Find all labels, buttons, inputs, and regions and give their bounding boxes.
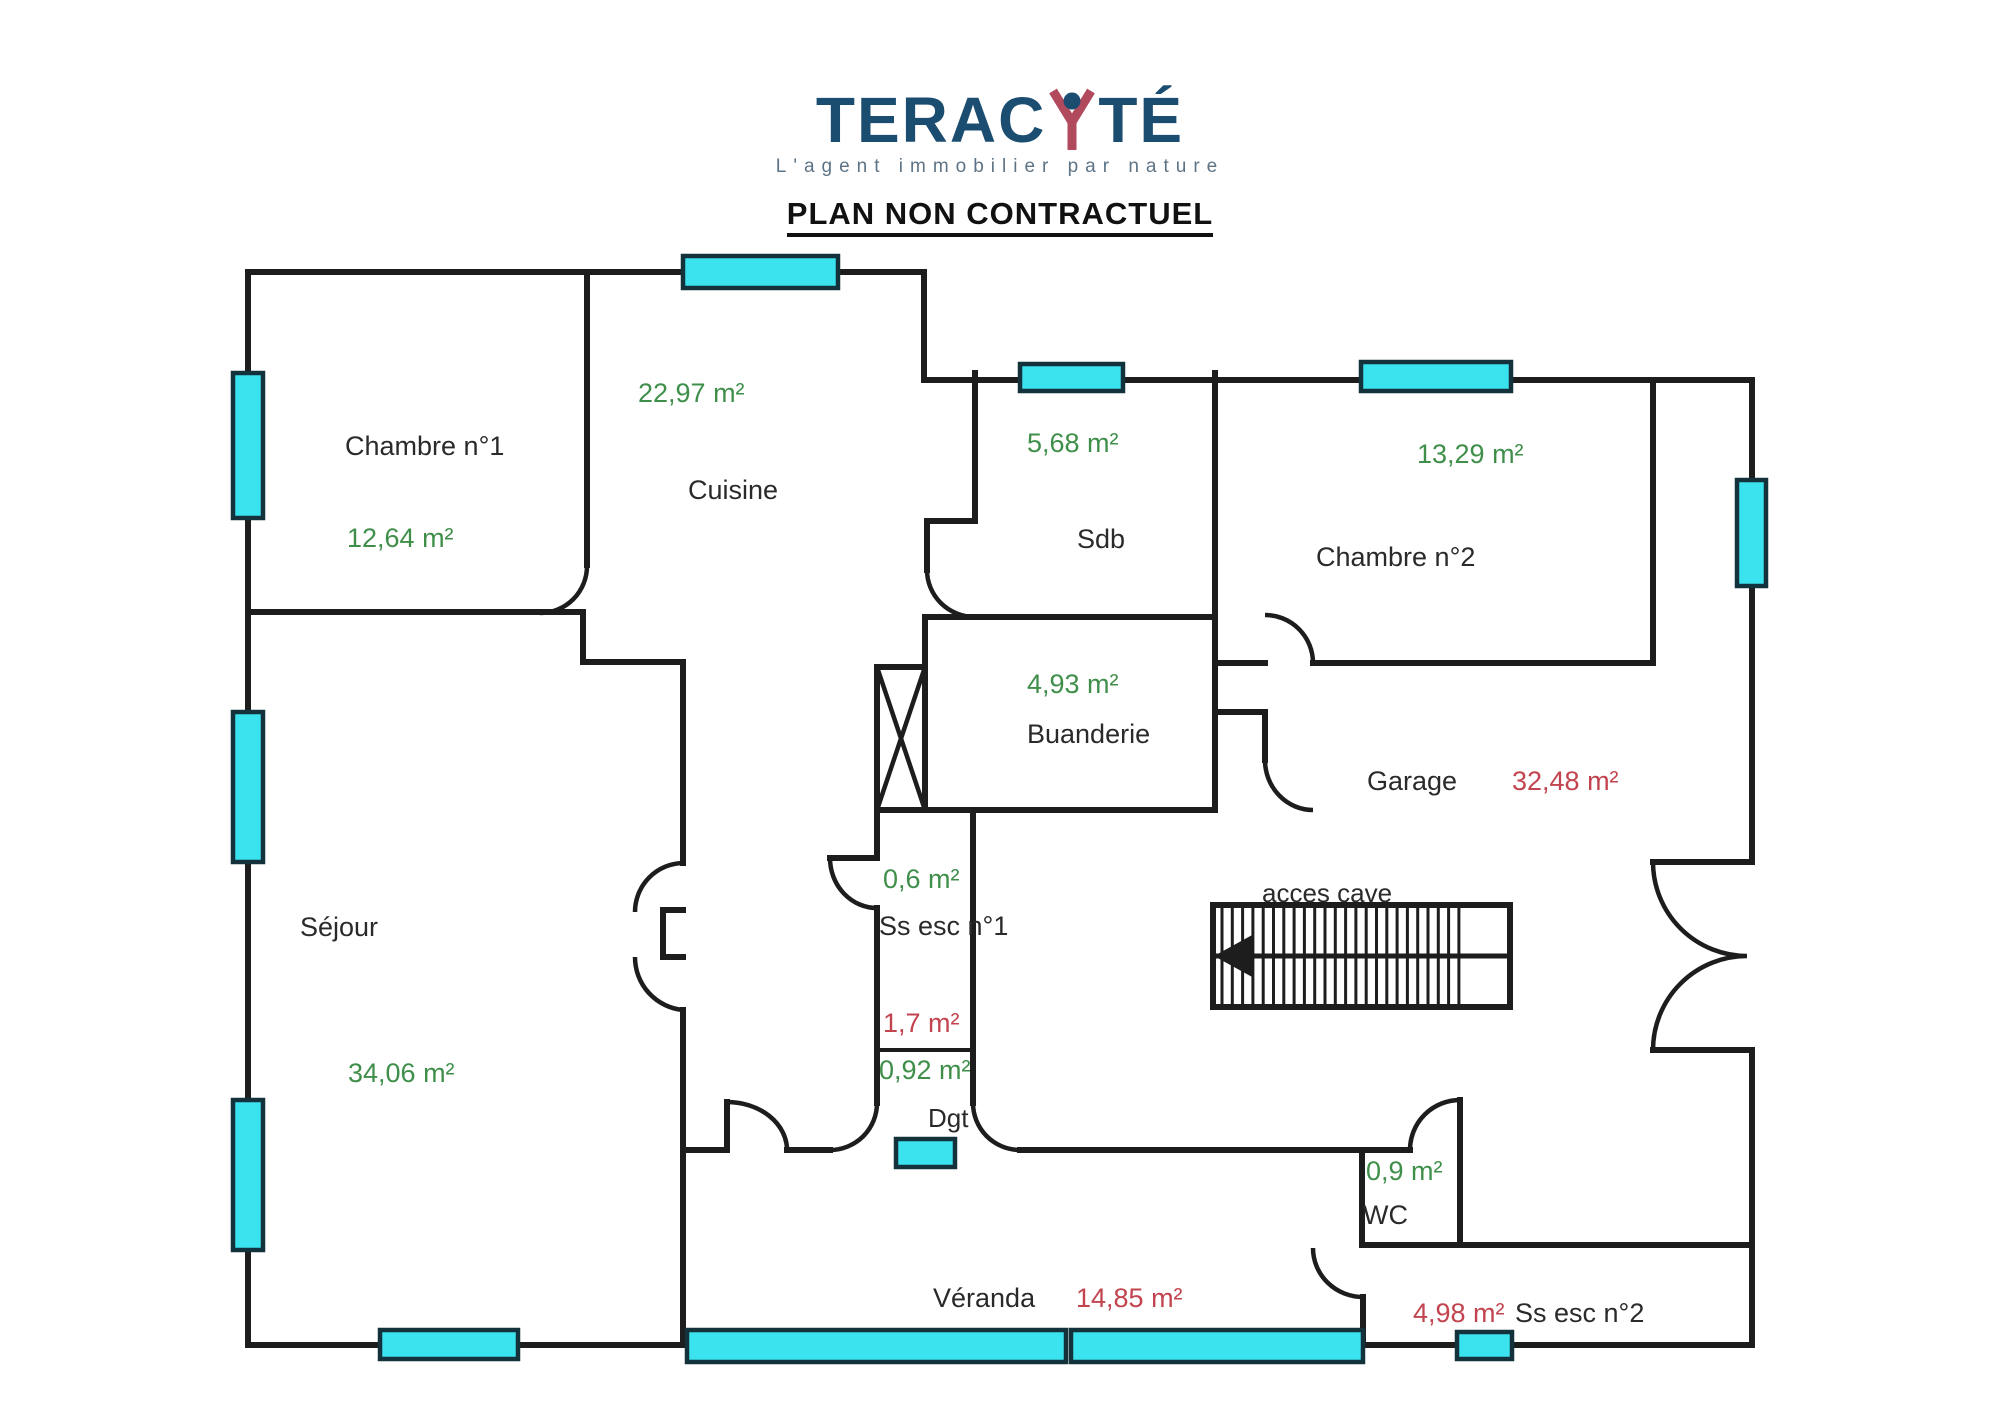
room-name-dgt: Dgt bbox=[928, 1103, 969, 1133]
stairs-direction-arrow bbox=[1214, 934, 1254, 978]
room-area-cuisine: 22,97 m² bbox=[638, 378, 745, 408]
header: TERA C TÉ L'agent immobilier par nature … bbox=[0, 80, 2000, 237]
window bbox=[377, 1327, 521, 1362]
window bbox=[684, 1327, 1069, 1365]
window bbox=[1068, 1327, 1366, 1365]
window bbox=[680, 253, 841, 291]
window bbox=[1734, 477, 1769, 589]
teracyte-logo: TERA C TÉ bbox=[0, 80, 2000, 152]
room-area-dgt: 0,92 m² bbox=[879, 1055, 971, 1085]
room-name-sejour: Séjour bbox=[300, 912, 378, 942]
room-name-garage: Garage bbox=[1367, 766, 1457, 796]
plan-title: PLAN NON CONTRACTUEL bbox=[786, 196, 1214, 237]
room-name-wc: WC bbox=[1363, 1200, 1408, 1230]
window bbox=[1017, 361, 1126, 394]
window bbox=[1454, 1329, 1515, 1362]
room-area-garage: 32,48 m² bbox=[1512, 766, 1619, 796]
room-area-veranda: 14,85 m² bbox=[1076, 1283, 1183, 1313]
room-name-veranda: Véranda bbox=[933, 1283, 1036, 1313]
room-area-wc: 0,9 m² bbox=[1366, 1156, 1443, 1186]
logo-text-c: C bbox=[998, 84, 1047, 156]
room-name-sdb: Sdb bbox=[1077, 524, 1125, 554]
room-name-ss-esc-1: Ss esc n°1 bbox=[879, 911, 1008, 941]
room-area-couloir: 1,7 m² bbox=[883, 1008, 960, 1038]
logo-text-te: TÉ bbox=[1098, 84, 1185, 156]
window bbox=[230, 1097, 266, 1253]
room-area-ss-esc-1: 0,6 m² bbox=[883, 864, 960, 894]
shaft-x-icon bbox=[874, 666, 928, 811]
room-name-chambre1: Chambre n°1 bbox=[345, 431, 504, 461]
window bbox=[893, 1136, 958, 1170]
room-area-chambre1: 12,64 m² bbox=[347, 523, 454, 553]
windows bbox=[230, 253, 1769, 1365]
window bbox=[1358, 359, 1514, 394]
room-labels: Chambre n°1 12,64 m² 22,97 m² Cuisine 5,… bbox=[300, 378, 1644, 1328]
room-area-buanderie: 4,93 m² bbox=[1027, 669, 1119, 699]
logo-text-tera: TERA bbox=[815, 84, 999, 156]
room-area-sdb: 5,68 m² bbox=[1027, 428, 1119, 458]
room-name-chambre2: Chambre n°2 bbox=[1316, 542, 1475, 572]
room-area-chambre2: 13,29 m² bbox=[1417, 439, 1524, 469]
logo-person-y-icon bbox=[1049, 88, 1096, 150]
room-name-cuisine: Cuisine bbox=[688, 475, 778, 505]
room-name-ss-esc-2: Ss esc n°2 bbox=[1515, 1298, 1644, 1328]
room-name-buanderie: Buanderie bbox=[1027, 719, 1150, 749]
door-arcs bbox=[539, 565, 1748, 1300]
window bbox=[230, 709, 266, 865]
room-area-ss-esc-2: 4,98 m² bbox=[1413, 1298, 1505, 1328]
window bbox=[230, 370, 266, 521]
stairs-label: acces cave bbox=[1262, 878, 1392, 908]
logo-tagline: L'agent immobilier par nature bbox=[775, 156, 1225, 177]
cellar-stairs-icon bbox=[1210, 902, 1513, 1010]
room-area-sejour: 34,06 m² bbox=[348, 1058, 455, 1088]
plan-walls bbox=[245, 269, 1755, 1348]
